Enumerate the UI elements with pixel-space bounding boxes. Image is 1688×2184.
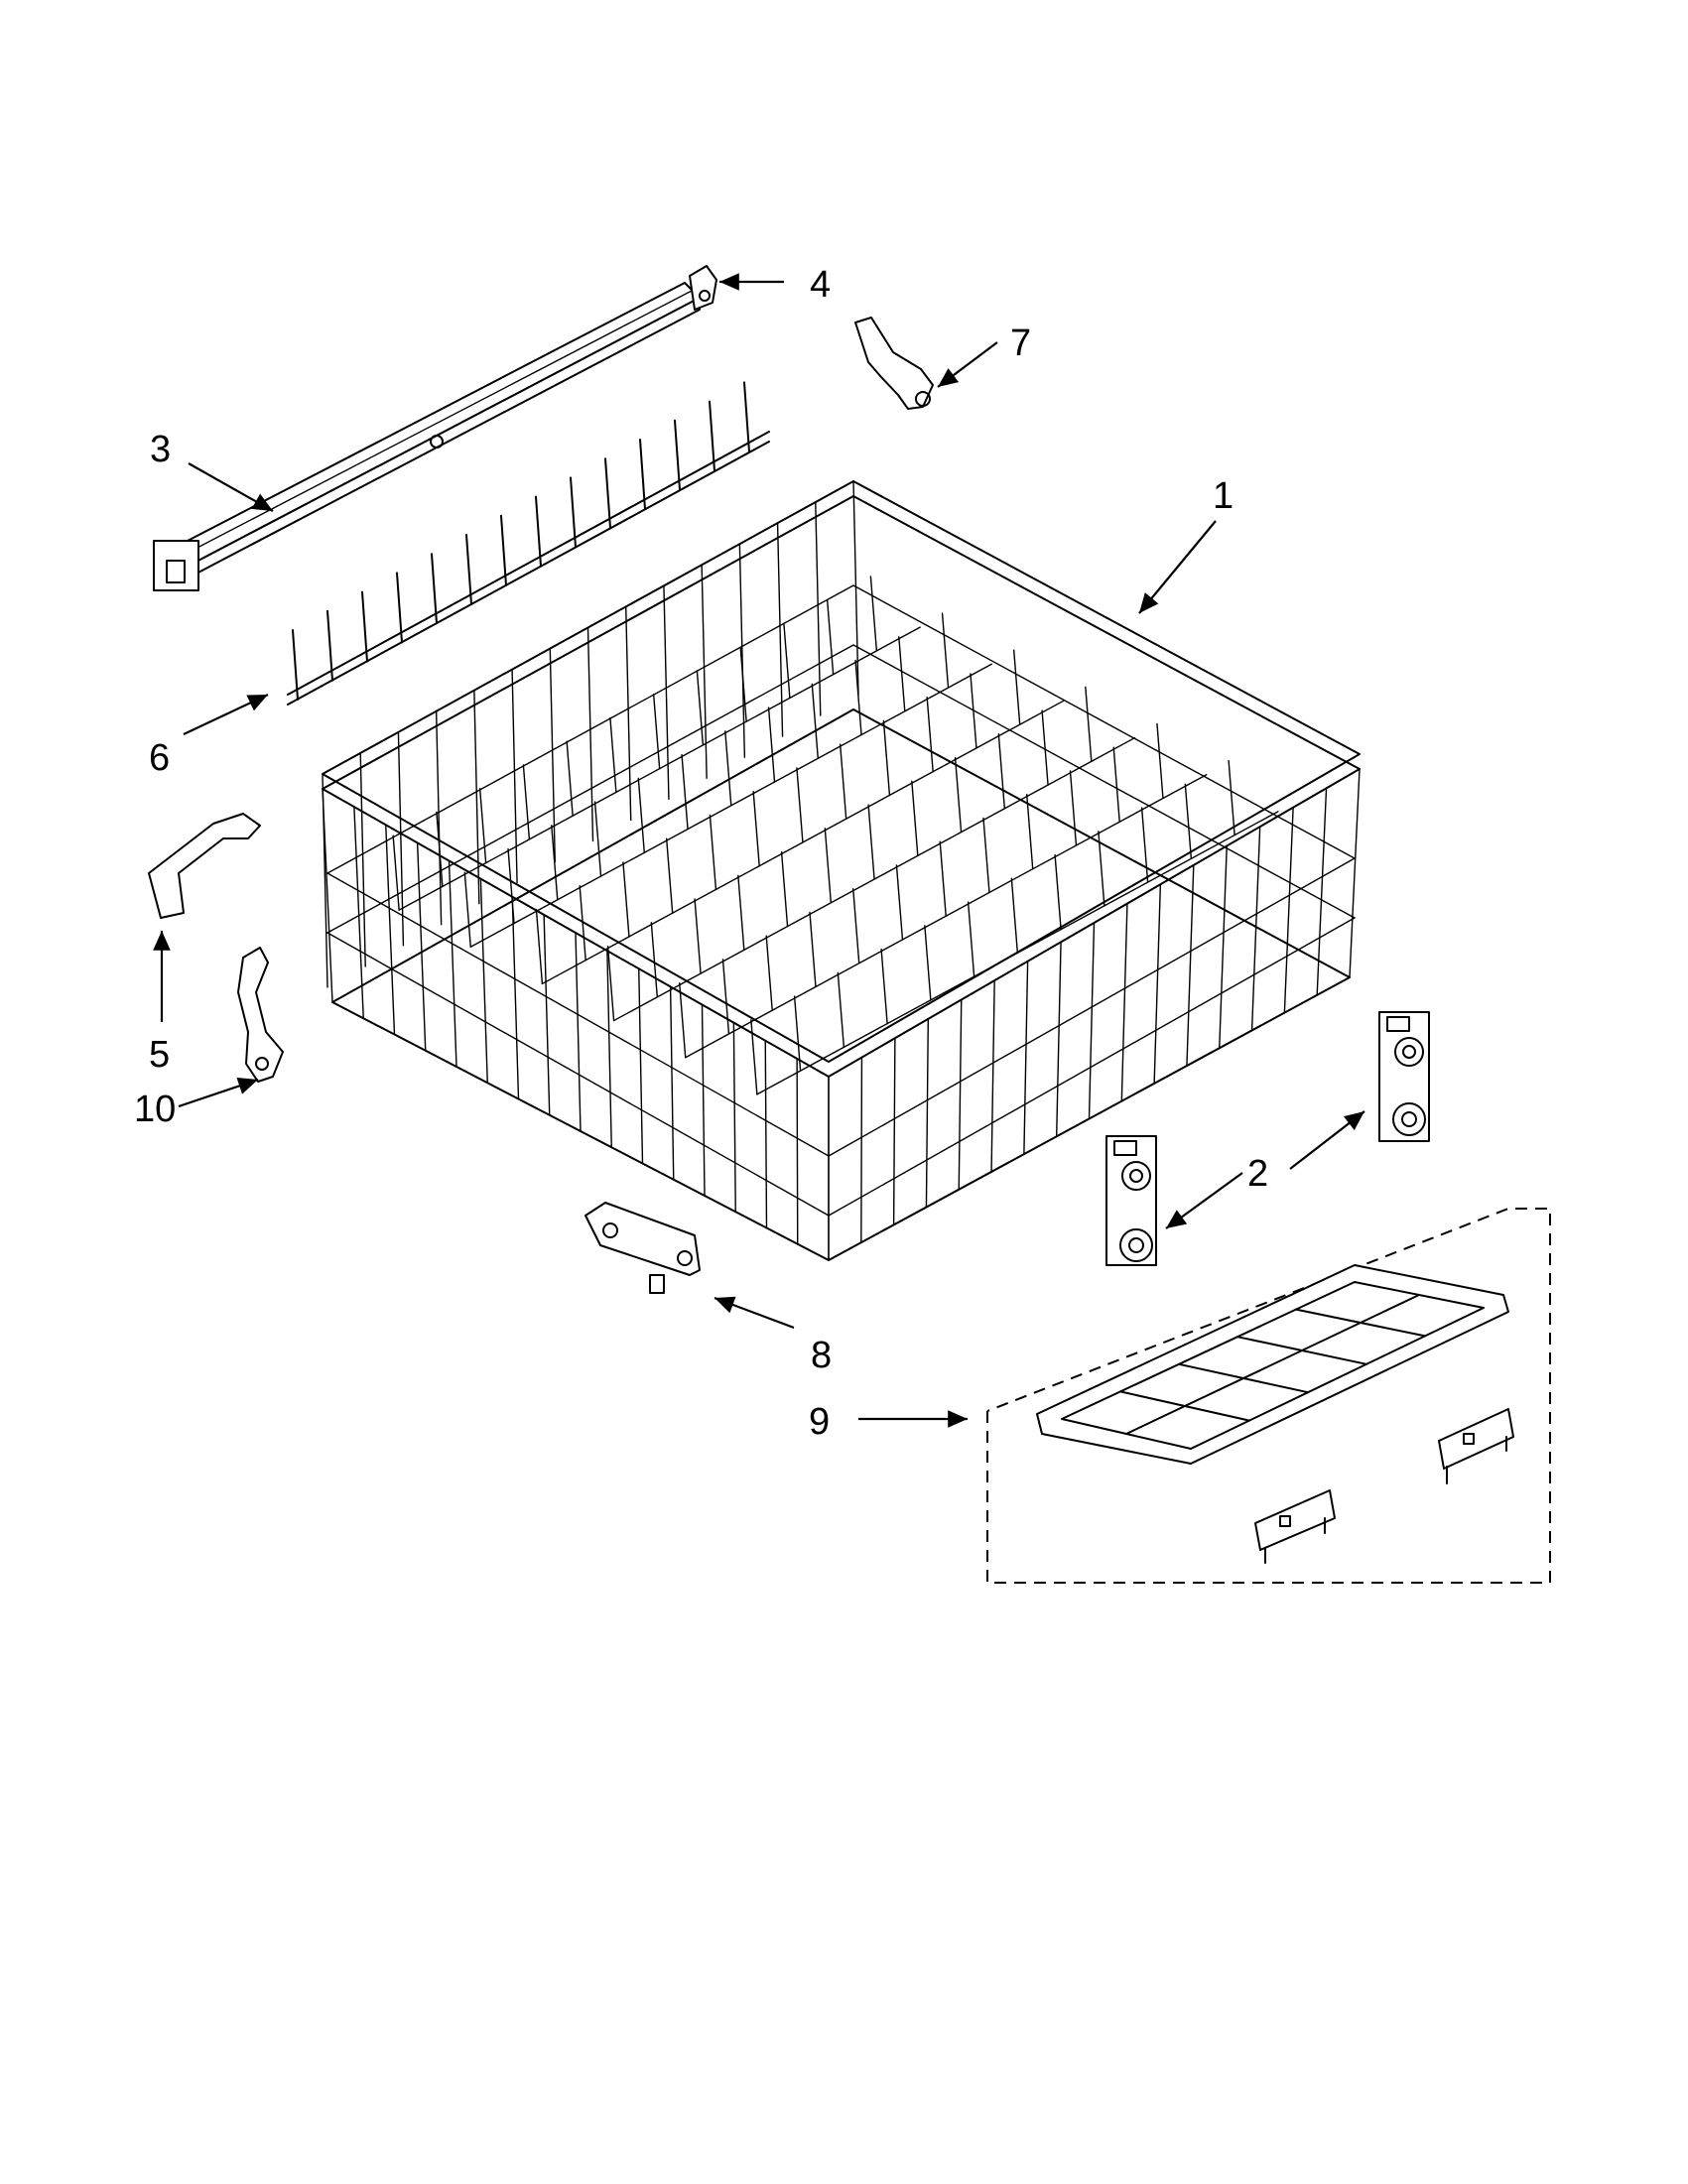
clip-part	[854, 317, 934, 410]
tine-row-part	[287, 381, 770, 706]
leader-2b	[1289, 1110, 1365, 1170]
callout-labels: 1 2 3 4 5 6 7 8 9 10	[134, 264, 1268, 1443]
bracket-part	[148, 813, 261, 919]
callout-7: 7	[1010, 322, 1031, 364]
leader-7	[937, 341, 998, 388]
roller-assembly-part	[1105, 1011, 1430, 1266]
callout-5: 5	[149, 1034, 170, 1076]
callout-3: 3	[150, 429, 171, 470]
stop-block-part	[584, 1202, 701, 1294]
latch-part	[237, 947, 284, 1083]
callout-10: 10	[134, 1089, 176, 1130]
leader-3	[188, 462, 274, 512]
leader-6	[183, 694, 269, 735]
leader-8	[714, 1296, 795, 1330]
leader-1	[1138, 520, 1217, 614]
tray-kit-part	[986, 1208, 1551, 1584]
leader-lines	[153, 273, 1365, 1428]
callout-9: 9	[809, 1401, 830, 1443]
callout-2: 2	[1247, 1153, 1268, 1195]
callout-4: 4	[810, 264, 831, 306]
end-cap-part	[689, 265, 717, 311]
callout-8: 8	[811, 1335, 832, 1376]
callout-1: 1	[1213, 475, 1234, 517]
rail-part	[153, 282, 701, 591]
leader-10	[178, 1077, 259, 1108]
callout-6: 6	[149, 737, 170, 779]
leader-2a	[1165, 1172, 1243, 1229]
upper-rack-part	[322, 480, 1361, 1261]
